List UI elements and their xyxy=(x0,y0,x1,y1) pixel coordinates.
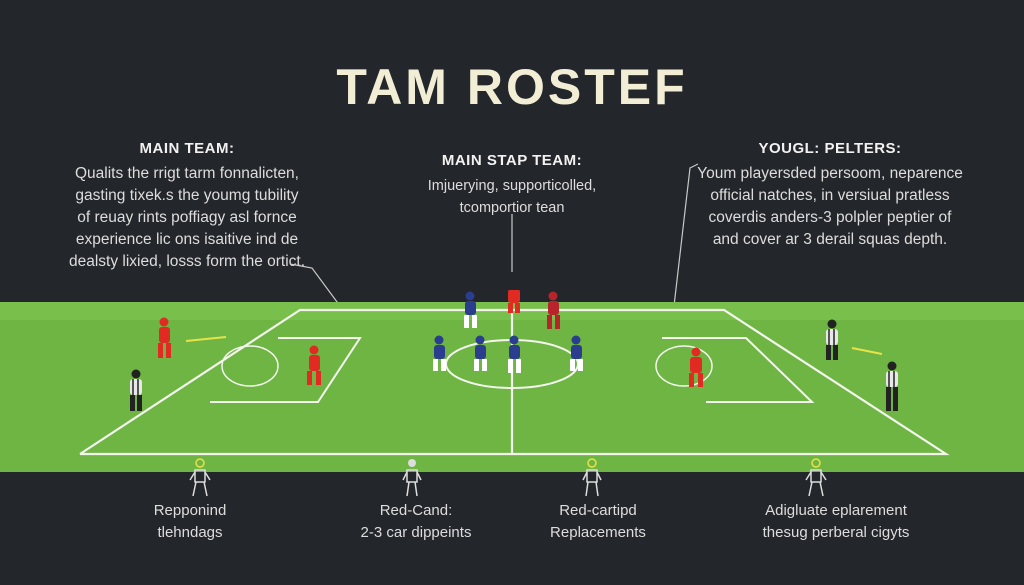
pitch-boundary xyxy=(79,308,950,456)
main-team-heading: MAIN TEAM: xyxy=(139,140,235,157)
bottom-label-red-card: Red-Cand: 2-3 car dippeints xyxy=(360,502,472,541)
right-penalty-box xyxy=(662,337,815,403)
right-arrow xyxy=(851,347,883,355)
football-pitch xyxy=(0,290,1024,472)
blue-player xyxy=(508,335,521,373)
blue-player xyxy=(570,335,583,371)
left-penalty-box xyxy=(210,337,362,403)
blue-player xyxy=(474,335,487,371)
young-players-panel: YOUGL: PELTERS: Youm playersded persoom,… xyxy=(685,140,975,251)
young-players-heading: YOUGL: PELTERS: xyxy=(758,140,902,157)
bottom-label-adequate-replacement: Adigluate eplarement thesug perberal cig… xyxy=(762,502,910,541)
main-staff-team-panel: MAIN STAP TEAM: Imjuerying, supporticoll… xyxy=(392,152,632,219)
referee xyxy=(130,369,142,411)
red-player xyxy=(547,291,560,329)
main-team-panel: MAIN TEAM: Qualits the rrigt tarm fonnal… xyxy=(42,140,332,273)
referee xyxy=(826,319,838,360)
blue-player xyxy=(433,335,446,371)
main-staff-team-heading: MAIN STAP TEAM: xyxy=(441,152,583,169)
red-player xyxy=(508,290,520,313)
referee-icon xyxy=(402,459,422,497)
replacement-icon xyxy=(582,458,602,497)
red-player xyxy=(689,347,703,387)
main-staff-team-text: Imjuerying, supporticolled, tcomportior … xyxy=(427,178,597,216)
coach-icon xyxy=(805,458,827,497)
left-arc xyxy=(221,345,279,387)
left-arrow xyxy=(185,336,227,342)
player-icon xyxy=(189,458,211,497)
blue-player xyxy=(464,291,477,328)
red-player xyxy=(158,317,171,358)
referee xyxy=(886,361,898,411)
page-title: TAM ROSTEF xyxy=(336,59,688,115)
bottom-label-responding: Repponind tlehndags xyxy=(153,502,227,541)
red-player xyxy=(307,345,321,385)
right-arc xyxy=(655,345,713,387)
main-team-text: Qualits the rrigt tarm fonnalicten, gast… xyxy=(68,165,306,270)
young-players-text: Youm playersded persoom, neparence offic… xyxy=(697,165,963,248)
bottom-label-replacements: Red-cartipd Replacements xyxy=(550,502,646,541)
